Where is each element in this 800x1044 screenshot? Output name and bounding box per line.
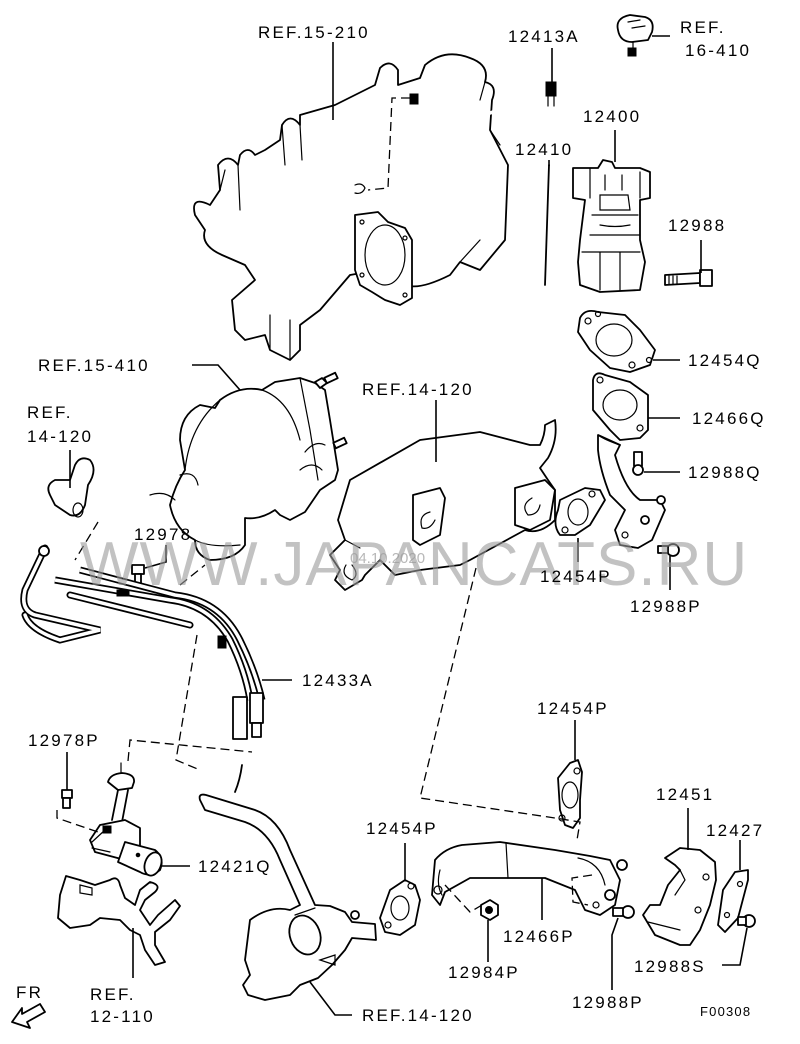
front-indicator-label: FR	[16, 983, 43, 1002]
intake-manifold-ref-15-210	[193, 53, 509, 361]
label-12988Q: 12988Q	[688, 463, 762, 482]
bolt-12988S	[737, 914, 756, 928]
label-ref-15-210: REF.15-210	[258, 23, 370, 42]
label-ref-12-110-line2: 12-110	[90, 1007, 155, 1026]
egr-pipe-12466Q	[592, 372, 666, 549]
bracket-plate-12427	[717, 869, 749, 933]
bolt-12978P	[61, 789, 73, 809]
label-12978P: 12978P	[28, 731, 100, 750]
sensor-ref-16-410	[616, 14, 654, 49]
dash-harness-to-solenoid	[127, 739, 253, 762]
label-ref-14-120-left-line1: REF.	[27, 403, 73, 422]
egr-pipe-12466P	[431, 841, 628, 916]
egr-pipe-lower-ref-14-120	[198, 793, 377, 1001]
dash-harness-to-pipe	[175, 634, 201, 771]
label-12988S: 12988S	[634, 957, 706, 976]
vacuum-hose-12413A	[409, 47, 637, 120]
gasket-12410	[544, 164, 550, 286]
bracket-ref-12-110	[57, 875, 181, 966]
leader-ref-15-410	[192, 364, 241, 391]
label-12466Q: 12466Q	[692, 409, 766, 428]
label-12454Q: 12454Q	[688, 351, 762, 370]
watermark-date: 04.10.2020	[350, 550, 425, 567]
label-12433A: 12433A	[302, 671, 374, 690]
label-12427: 12427	[706, 821, 764, 840]
dash-12413A-to-manifold	[367, 97, 410, 191]
gasket-12454P-middle	[557, 759, 583, 829]
label-12988: 12988	[668, 216, 726, 235]
label-ref-14-120-lower: REF.14-120	[362, 1006, 474, 1025]
front-direction-arrow-icon	[11, 1003, 46, 1029]
dash-cooler-to-gasket	[419, 567, 581, 841]
egr-cooler-ref-14-120	[329, 419, 557, 591]
hose-end-lower	[234, 764, 243, 793]
label-12413A: 12413A	[508, 27, 580, 46]
vacuum-hose-harness-12433A	[20, 544, 266, 740]
dash-bolt-to-solenoid	[56, 810, 99, 833]
label-12454P-lower: 12454P	[366, 819, 438, 838]
label-ref-12-110-line1: REF.	[90, 985, 136, 1004]
turbocharger-ref-15-410	[149, 371, 348, 561]
bolt-12988Q	[632, 451, 644, 476]
bolt-12988P-lower	[612, 905, 635, 919]
gasket-12454P-lower	[379, 879, 421, 936]
dash-stub-to-harness	[74, 521, 99, 561]
label-12978: 12978	[134, 525, 192, 544]
leader-12978	[144, 545, 167, 569]
label-12454P-upper: 12454P	[540, 567, 612, 586]
label-12400: 12400	[583, 107, 641, 126]
gasket-12454P-upper	[554, 487, 606, 536]
label-ref-16-410-line1: REF.	[680, 18, 726, 37]
label-ref-16-410-line2: 16-410	[685, 41, 751, 60]
label-12410: 12410	[515, 140, 573, 159]
heat-shield-12451	[642, 847, 717, 946]
label-12984P: 12984P	[448, 963, 520, 982]
leader-ref-14-120-lower	[309, 981, 352, 1016]
leader-12988S	[722, 927, 748, 966]
label-ref-14-120-cooler: REF.14-120	[362, 380, 474, 399]
solenoid-valve-12421Q	[89, 762, 163, 877]
label-12421Q: 12421Q	[198, 857, 272, 876]
dash-harness-turbo	[179, 564, 206, 586]
figure-code: F00308	[700, 1004, 751, 1019]
nut-12984P	[480, 899, 499, 921]
label-ref-14-120-left-line2: 14-120	[27, 427, 93, 446]
label-12988P-lower: 12988P	[572, 993, 644, 1012]
gasket-12454Q	[577, 309, 656, 373]
pipe-stub-ref-14-120	[47, 457, 95, 518]
leader-12988P-lower	[611, 917, 619, 990]
label-12451: 12451	[656, 785, 714, 804]
egr-valve-12400	[572, 159, 651, 293]
bolt-12988P-upper	[657, 543, 680, 557]
label-12466P: 12466P	[503, 927, 575, 946]
label-12988P-upper: 12988P	[630, 597, 702, 616]
label-12454P-middle: 12454P	[537, 699, 609, 718]
watermark-text: WWW.JAPANCATS.RU	[80, 530, 748, 599]
bolt-12988	[664, 269, 713, 287]
label-ref-15-410: REF.15-410	[38, 356, 150, 375]
